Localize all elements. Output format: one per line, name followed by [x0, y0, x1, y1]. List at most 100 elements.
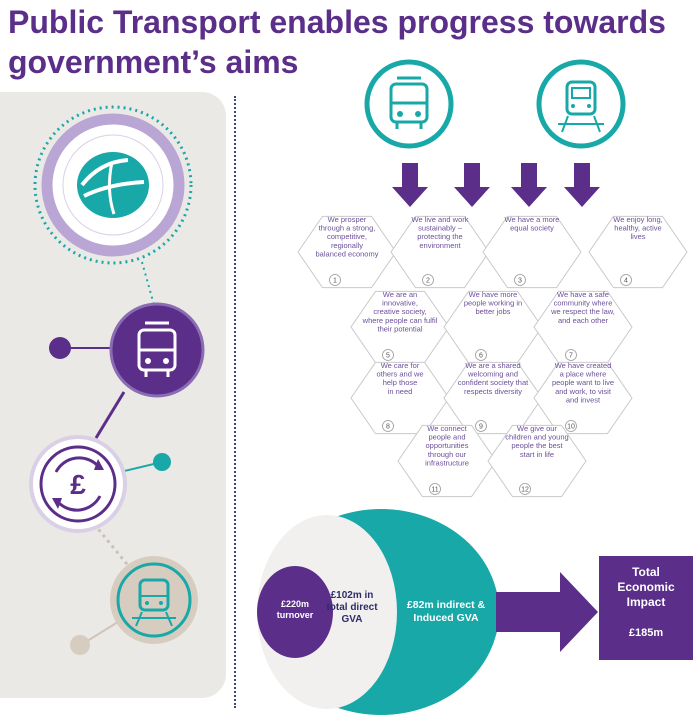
- hexagon-number: 3: [518, 278, 522, 285]
- hexagon-number: 9: [479, 424, 483, 431]
- hexagon-text: welcoming and: [467, 370, 518, 379]
- hexagon-shape: [482, 215, 582, 289]
- hexagon-text: others and we: [376, 370, 423, 379]
- hexagon-number: 12: [521, 487, 529, 494]
- hexagon-text: We care for: [381, 361, 420, 370]
- hexagon-number: 4: [624, 278, 628, 285]
- hexagon-text: and each other: [558, 316, 609, 325]
- hexagon-number-badge: [382, 349, 394, 361]
- hexagon-text: We have a more: [505, 215, 560, 224]
- hexagon-text: their potential: [377, 324, 422, 333]
- total-impact-value: £185m: [629, 627, 663, 639]
- hexagon-text: people the best: [511, 441, 563, 450]
- text-line: Economic: [617, 580, 675, 594]
- turnover-circle: [257, 566, 333, 658]
- hexagon-text: We give our: [517, 424, 557, 433]
- hexagon-text: innovative,: [382, 299, 418, 308]
- text-line: Impact: [627, 595, 666, 609]
- hexagon-number-badge: [565, 349, 577, 361]
- hexagon-number: 11: [431, 487, 438, 494]
- hexagon-text: competitive,: [327, 232, 367, 241]
- hexagon-text: confident society that: [458, 378, 529, 387]
- hexagon-text: people want to live: [552, 378, 614, 387]
- hexagon-text: protecting the: [417, 232, 462, 241]
- hexagon-number-badge: [329, 274, 341, 286]
- svg-text:£: £: [70, 469, 86, 500]
- right-arrow: [496, 572, 598, 652]
- hexagon-number: 1: [333, 278, 337, 285]
- hexagon-text: respects diversity: [464, 387, 522, 396]
- hexagon-shape: [588, 215, 688, 289]
- hexagon-text: lives: [630, 232, 645, 241]
- hexagon-number: 5: [386, 353, 390, 360]
- hexagon-text: We have created: [555, 361, 612, 370]
- hexagon-text: and invest: [566, 395, 601, 404]
- tan-node: [70, 635, 90, 655]
- top-train-icon: [536, 59, 626, 149]
- hexagon-number-badge: [475, 349, 487, 361]
- bus-icon: [109, 302, 205, 398]
- hexagon-text: We connect: [427, 424, 467, 433]
- hexagon-number-badge: [565, 420, 577, 432]
- hexagon-text: people working in: [464, 299, 522, 308]
- hexagon-text: a place where: [560, 370, 607, 379]
- hexagon-text: better jobs: [475, 307, 510, 316]
- train-icon: [110, 556, 198, 644]
- hexagon-shape: [297, 215, 397, 289]
- hexagon-text: creative society,: [373, 307, 426, 316]
- hexagon-text: We have a safe: [557, 290, 609, 299]
- text-line: £82m indirect &: [407, 599, 486, 611]
- hexagon-number: 7: [569, 353, 573, 360]
- hexagon-number-badge: [519, 483, 531, 495]
- hexagon-text: We live and work: [412, 215, 469, 224]
- down-arrow: [392, 163, 428, 207]
- hexagon-number: 6: [479, 353, 483, 360]
- hexagon-text: balanced economy: [316, 249, 379, 258]
- down-arrow: [454, 163, 490, 207]
- hexagon-text: regionally: [331, 241, 363, 250]
- hexagon-text: help those: [383, 378, 418, 387]
- transport-logo-icon: [33, 105, 193, 265]
- text-line: turnover: [277, 610, 314, 620]
- hexagon-text: in need: [388, 387, 413, 396]
- hexagon-text: healthy, active: [614, 224, 661, 233]
- text-line: Total: [632, 565, 660, 579]
- hexagon-text: community where: [554, 299, 613, 308]
- dotted-divider: [234, 96, 236, 708]
- hexagon-text: through our: [428, 450, 467, 459]
- hexagon-text: opportunities: [426, 441, 469, 450]
- down-arrow: [564, 163, 600, 207]
- hexagon-text: we respect the law,: [550, 307, 615, 316]
- hexagon-text: start in life: [520, 450, 554, 459]
- down-arrows: [392, 163, 600, 207]
- purple-node: [49, 337, 71, 359]
- indirect-gva-label: £82m indirect &Induced GVA: [407, 599, 486, 624]
- hexagon-number-badge: [422, 274, 434, 286]
- hexagon-shape: [533, 361, 633, 435]
- hexagon-shape: [487, 424, 587, 498]
- hexagon-text: children and young: [505, 433, 568, 442]
- hexagon-text: equal society: [510, 224, 554, 233]
- total-impact-box: [599, 556, 693, 660]
- hexagon-text: environment: [419, 241, 461, 250]
- page-title: Public Transport enables progress toward…: [8, 4, 666, 80]
- hexagon-number-badge: [382, 420, 394, 432]
- text-line: GVA: [342, 614, 363, 625]
- hexagon-text: infrastructure: [425, 458, 469, 467]
- text-line: total direct: [326, 602, 378, 613]
